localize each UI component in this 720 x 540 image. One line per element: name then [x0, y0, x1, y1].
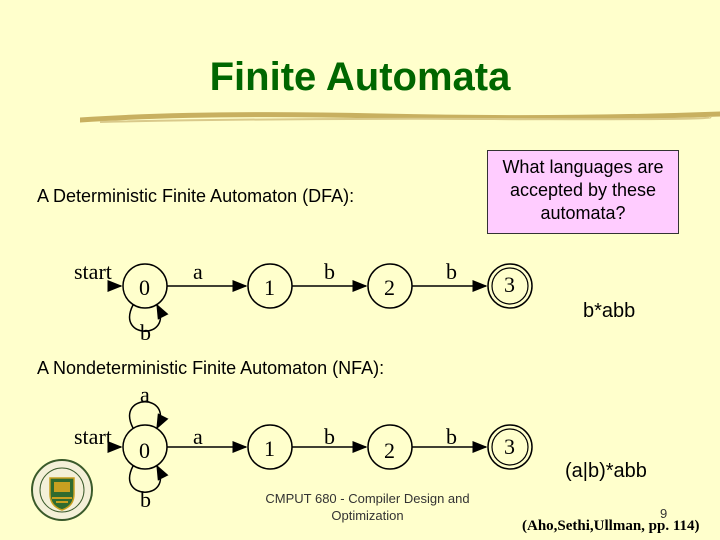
dfa-state-2-label: 2 [384, 275, 395, 300]
dfa-state-3-accept-ring [491, 267, 529, 305]
nfa-state-3 [487, 424, 533, 470]
footer-course: CMPUT 680 - Compiler Design and Optimiza… [265, 491, 470, 523]
nfa-state-2-label: 2 [384, 438, 395, 463]
dfa-edge-label-a: a [193, 259, 203, 284]
dfa-edge-label-b2: b [446, 259, 457, 284]
page-number: 9 [660, 506, 668, 521]
nfa-self-loop-top [129, 401, 169, 430]
nfa-edge-label-b1: b [324, 424, 335, 449]
title-underline [80, 111, 720, 123]
question-callout: What languages are accepted by these aut… [487, 150, 679, 234]
dfa-state-3-label: 3 [504, 272, 515, 297]
dfa-state-1-label: 1 [264, 275, 275, 300]
nfa-self-loop-bottom [129, 464, 169, 493]
nfa-loop-bottom-label: b [140, 487, 151, 512]
dfa-state-3 [487, 263, 533, 309]
nfa-state-0-label: 0 [139, 438, 150, 463]
nfa-diagram [107, 401, 533, 493]
dfa-loop-label: b [140, 320, 151, 345]
nfa-answer: (a|b)*abb [565, 460, 647, 482]
nfa-state-3-accept-ring [491, 428, 529, 466]
nfa-loop-top-label: a [140, 382, 150, 407]
slide-title: Finite Automata [209, 55, 511, 99]
dfa-edge-label-b1: b [324, 259, 335, 284]
dfa-self-loop-0 [129, 303, 169, 332]
dfa-answer: b*abb [583, 300, 636, 322]
dfa-state-0-label: 0 [139, 275, 150, 300]
dfa-diagram [107, 263, 533, 332]
nfa-state-1-label: 1 [264, 436, 275, 461]
dfa-start-label: start [74, 259, 112, 284]
nfa-start-label: start [74, 424, 112, 449]
university-crest-logo [31, 459, 93, 521]
dfa-heading: A Deterministic Finite Automaton (DFA): [37, 186, 355, 206]
nfa-heading: A Nondeterministic Finite Automaton (NFA… [37, 358, 385, 378]
nfa-edge-label-b2: b [446, 424, 457, 449]
nfa-state-3-label: 3 [504, 434, 515, 459]
citation: (Aho,Sethi,Ullman, pp. 114) [522, 518, 700, 534]
nfa-edge-label-a: a [193, 424, 203, 449]
